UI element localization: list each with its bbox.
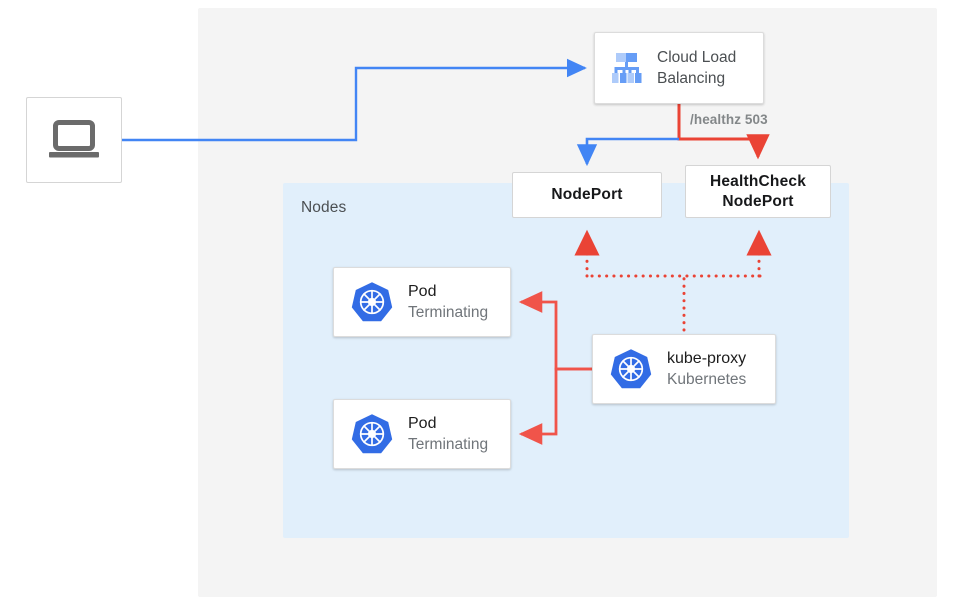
kube-proxy-text: kube-proxy Kubernetes <box>667 348 746 390</box>
laptop-icon <box>49 120 99 158</box>
pod-status: Terminating <box>408 436 489 453</box>
healthcheck-nodeport-label-line1: HealthCheck <box>709 172 807 190</box>
pod-title: Pod <box>408 283 437 300</box>
cloud-load-balancing-label-line2: Balancing <box>657 70 726 87</box>
healthcheck-nodeport-label-line2: NodePort <box>722 192 794 210</box>
nodes-group-label: Nodes <box>301 199 347 216</box>
nodeport-card[interactable]: NodePort <box>512 172 662 218</box>
cloud-load-balancing-card[interactable]: Cloud Load Balancing <box>594 32 764 104</box>
nodeport-label: NodePort <box>551 186 623 203</box>
pod-title: Pod <box>408 415 437 432</box>
cloud-load-balancing-icon <box>612 53 642 83</box>
cloud-load-balancing-label-line1: Cloud Load <box>657 49 737 66</box>
healthcheck-nodeport-label: HealthCheck NodePort <box>710 172 806 212</box>
pod-card-2-text: Pod Terminating <box>408 413 488 455</box>
kube-proxy-title: kube-proxy <box>667 350 747 367</box>
pod-card-1-text: Pod Terminating <box>408 281 488 323</box>
pod-card-2[interactable]: Pod Terminating <box>333 399 511 469</box>
kubernetes-icon <box>351 414 393 454</box>
kube-proxy-subtitle: Kubernetes <box>667 371 747 388</box>
kube-proxy-card[interactable]: kube-proxy Kubernetes <box>592 334 776 404</box>
cloud-load-balancing-label: Cloud Load Balancing <box>657 47 736 89</box>
pod-card-1[interactable]: Pod Terminating <box>333 267 511 337</box>
kubernetes-icon <box>610 349 652 389</box>
pod-status: Terminating <box>408 304 489 321</box>
healthz-status-label: /healthz 503 <box>690 112 768 127</box>
healthcheck-nodeport-card[interactable]: HealthCheck NodePort <box>685 165 831 218</box>
kubernetes-icon <box>351 282 393 322</box>
client-device-card[interactable] <box>26 97 122 183</box>
